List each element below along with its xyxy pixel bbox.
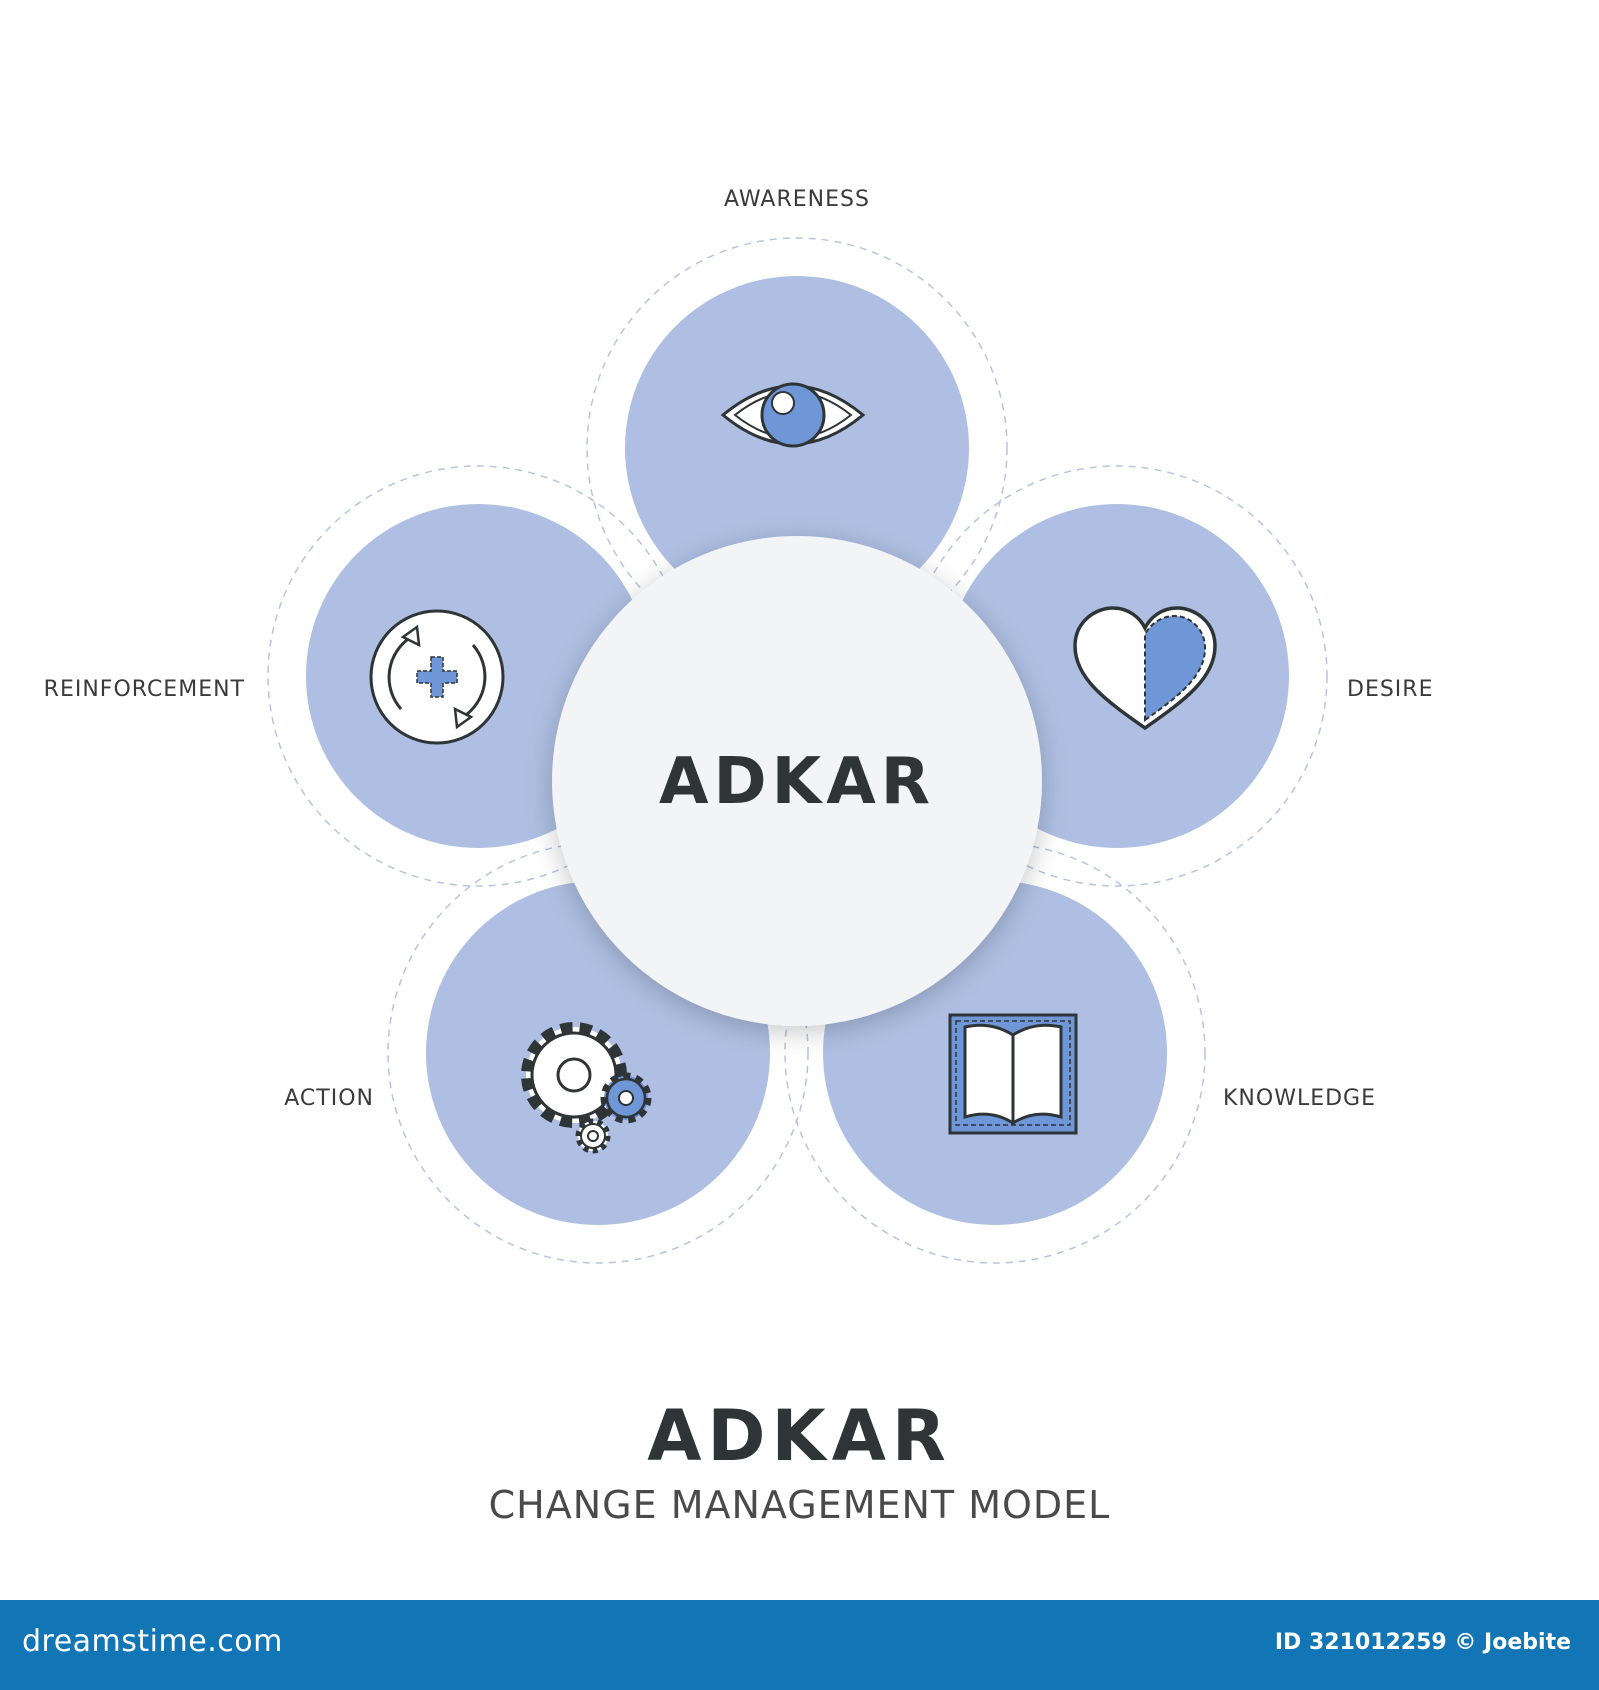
- watermark-id: ID 321012259 © Joebite: [1274, 1630, 1571, 1655]
- eye-icon: [720, 382, 866, 448]
- footer-title: ADKAR: [647, 1395, 952, 1477]
- refresh-plus-icon: [369, 609, 505, 745]
- watermark-bar: dreamstime.com ID 321012259 © Joebite: [0, 1600, 1599, 1690]
- center-circle: [552, 536, 1042, 1026]
- adkar-diagram: ADKAR: [44, 187, 1433, 1264]
- label-reinforcement: REINFORCEMENT: [44, 677, 245, 702]
- book-icon: [948, 1013, 1078, 1135]
- ring-desire: [906, 465, 1328, 887]
- footer-subtitle: CHANGE MANAGEMENT MODEL: [488, 1483, 1111, 1527]
- label-knowledge: KNOWLEDGE: [1223, 1086, 1376, 1111]
- heart-icon: [1073, 606, 1217, 731]
- center-title: ADKAR: [659, 745, 935, 819]
- petal-awareness: [625, 276, 969, 620]
- label-desire: DESIRE: [1347, 677, 1433, 702]
- gears-icon: [521, 1022, 652, 1154]
- watermark-brand: dreamstime.com: [22, 1624, 283, 1659]
- label-awareness: AWARENESS: [724, 187, 870, 212]
- label-action: ACTION: [284, 1086, 374, 1111]
